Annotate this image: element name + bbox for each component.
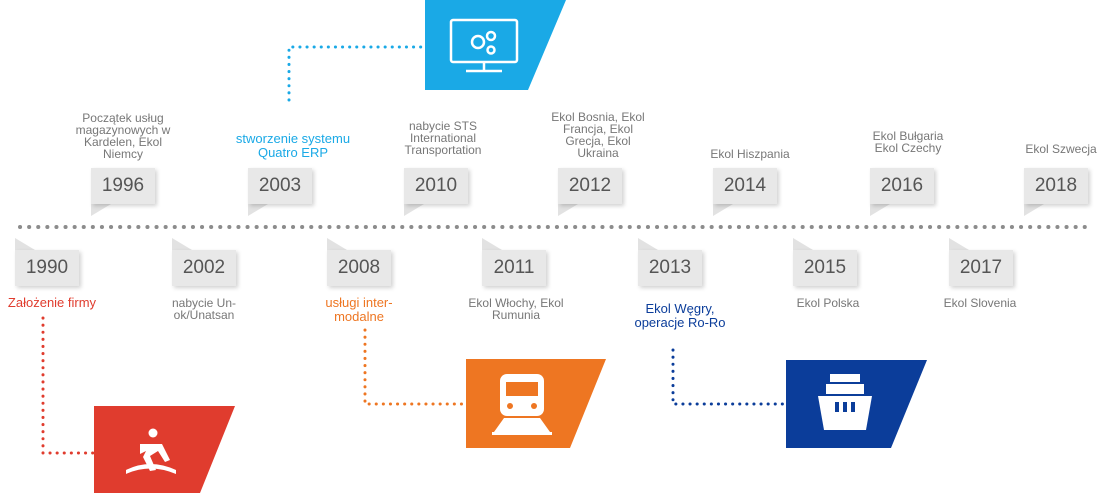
ship-icon bbox=[786, 360, 927, 448]
year-label: 2010 bbox=[414, 175, 458, 196]
callout-tail bbox=[327, 238, 347, 250]
year-label: 2017 bbox=[959, 257, 1003, 278]
year-box-2003: 2003 bbox=[248, 168, 312, 204]
runner-start-icon bbox=[94, 406, 235, 493]
callout-tail bbox=[713, 204, 733, 216]
year-box-1996: 1996 bbox=[91, 168, 155, 204]
year-label: 2016 bbox=[880, 175, 924, 196]
callout-tail bbox=[638, 238, 658, 250]
year-label: 2002 bbox=[182, 257, 226, 278]
milestone-text-2017: Ekol Slovenia bbox=[943, 296, 1017, 310]
milestone-text-1996: Początek usług magazynowych w Kardelen, … bbox=[75, 111, 171, 161]
year-box-2015: 2015 bbox=[793, 250, 857, 286]
callout-tails bbox=[15, 204, 1044, 250]
year-box-2018: 2018 bbox=[1024, 168, 1088, 204]
milestone-text-2016: Ekol Bułgaria Ekol Czechy bbox=[872, 129, 944, 155]
year-label: 2012 bbox=[568, 175, 612, 196]
callout-tail bbox=[949, 238, 969, 250]
connector-2003 bbox=[287, 45, 427, 102]
year-label: 2015 bbox=[803, 257, 847, 278]
year-label: 2013 bbox=[648, 257, 692, 278]
year-box-2016: 2016 bbox=[870, 168, 934, 204]
callout-tail bbox=[15, 238, 35, 250]
year-label: 2014 bbox=[723, 175, 767, 196]
year-box-1990: 1990 bbox=[15, 250, 79, 286]
year-box-2002: 2002 bbox=[172, 250, 236, 286]
year-label: 2008 bbox=[337, 257, 381, 278]
callout-tail bbox=[558, 204, 578, 216]
milestone-text-2011: Ekol Włochy, Ekol Rumunia bbox=[468, 296, 564, 322]
callout-tail bbox=[1024, 204, 1044, 216]
callout-tail bbox=[248, 204, 268, 216]
year-label: 1996 bbox=[101, 175, 145, 196]
year-box-2013: 2013 bbox=[638, 250, 702, 286]
milestone-text-2008: usługi inter-modalne bbox=[325, 295, 393, 324]
year-label: 2003 bbox=[258, 175, 302, 196]
milestone-text-2013: Ekol Węgry, operacje Ro-Ro bbox=[634, 301, 726, 330]
year-label: 2011 bbox=[493, 257, 535, 278]
milestone-text-1990: Założenie firmy bbox=[7, 295, 97, 310]
year-box-2010: 2010 bbox=[404, 168, 468, 204]
callout-tail bbox=[482, 238, 502, 250]
milestone-text-2002: nabycie Un-ok/Unatsan bbox=[171, 296, 237, 322]
milestone-text-2003: stworzenie systemu Quatro ERP bbox=[235, 131, 351, 160]
connector-1990 bbox=[41, 316, 96, 455]
callout-tail bbox=[404, 204, 424, 216]
year-label: 2018 bbox=[1034, 175, 1078, 196]
connector-2013 bbox=[671, 348, 788, 406]
milestone-text-2014: Ekol Hiszpania bbox=[710, 147, 790, 161]
milestone-text-2012: Ekol Bosnia, Ekol Francja, Ekol Grecja, … bbox=[551, 110, 645, 160]
milestone-text-2015: Ekol Polska bbox=[796, 296, 860, 310]
year-label: 1990 bbox=[25, 257, 69, 278]
callout-tail bbox=[870, 204, 890, 216]
computer-gears-icon bbox=[425, 0, 566, 90]
connector-2008 bbox=[363, 328, 468, 406]
milestone-text-2018: Ekol Szwecja bbox=[1025, 142, 1097, 156]
callout-tail bbox=[91, 204, 111, 216]
train-icon bbox=[466, 359, 606, 448]
year-box-2014: 2014 bbox=[713, 168, 777, 204]
callout-tail bbox=[793, 238, 813, 250]
year-box-2017: 2017 bbox=[949, 250, 1013, 286]
year-box-2008: 2008 bbox=[327, 250, 391, 286]
callout-tail bbox=[172, 238, 192, 250]
year-box-2011: 2011 bbox=[482, 250, 546, 286]
year-box-2012: 2012 bbox=[558, 168, 622, 204]
milestone-text-2010: nabycie STS International Transportation bbox=[404, 119, 482, 157]
